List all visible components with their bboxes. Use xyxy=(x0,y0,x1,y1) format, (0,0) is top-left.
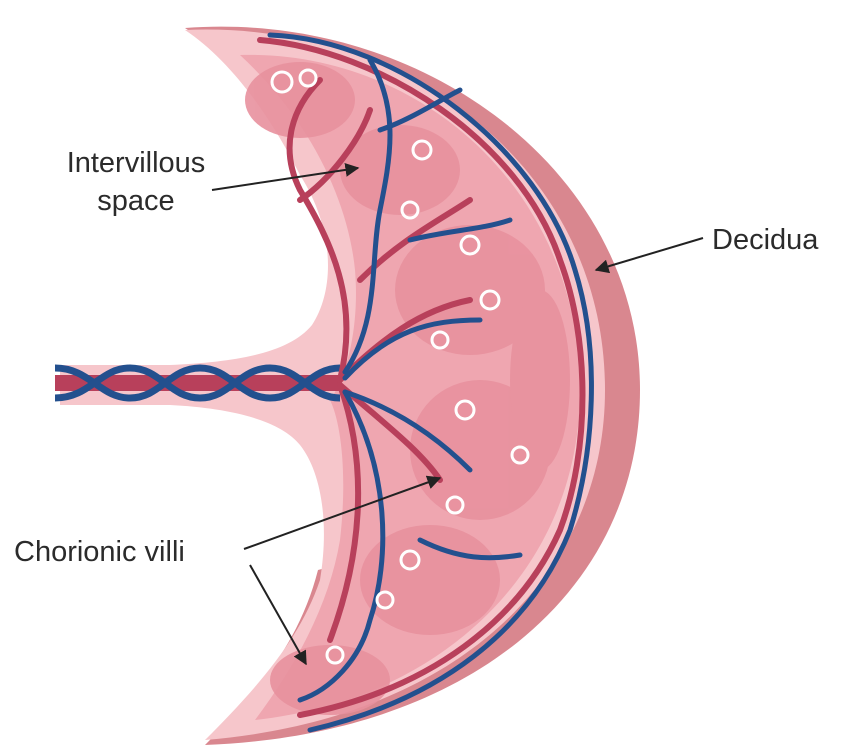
label-intervillous-line1: Intervillous xyxy=(36,144,236,182)
label-chorionic-villi: Chorionic villi xyxy=(14,533,185,571)
arrow-chorionic-b xyxy=(250,565,306,664)
label-intervillous-line2: space xyxy=(36,182,236,220)
arrow-decidua xyxy=(596,238,703,270)
label-intervillous-space: Intervillous space xyxy=(36,144,236,220)
label-decidua: Decidua xyxy=(712,221,818,259)
